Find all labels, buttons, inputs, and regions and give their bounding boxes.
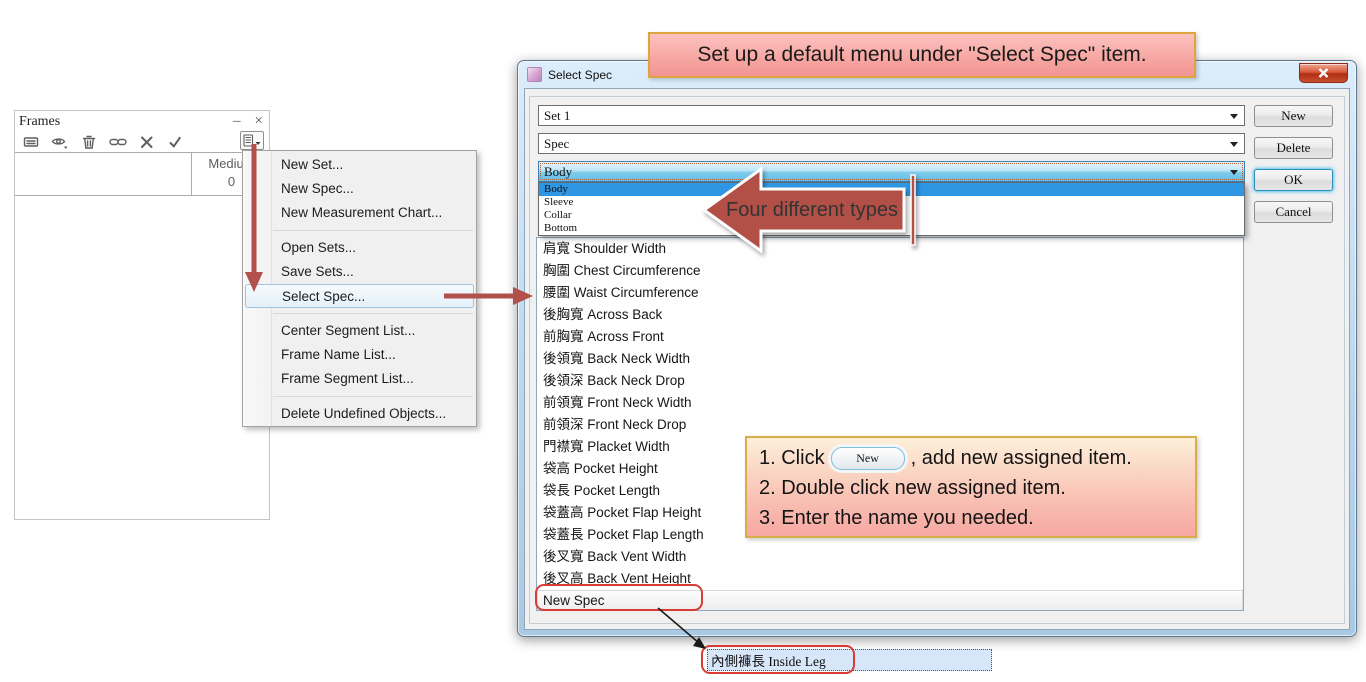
step-3: 3. Enter the name you needed. bbox=[759, 506, 1034, 529]
chevron-down-icon bbox=[255, 142, 260, 145]
chevron-down-icon bbox=[1230, 142, 1238, 147]
chevron-down-icon bbox=[1230, 114, 1238, 119]
spec-menu-button[interactable] bbox=[240, 131, 264, 150]
spec-list-item[interactable]: 門襟寬 Placket Width bbox=[543, 439, 670, 454]
table-header-bottom-line bbox=[15, 195, 269, 196]
dialog-icon bbox=[527, 67, 542, 82]
new-button-illustration: New bbox=[830, 446, 905, 470]
step-2: 2. Double click new assigned item. bbox=[759, 476, 1066, 499]
steps-annotation-callout: 1. Click New , add new assigned item. 2.… bbox=[745, 436, 1197, 538]
spec-list-item[interactable]: 前胸寬 Across Front bbox=[543, 329, 664, 344]
spec-list-item[interactable]: 袋高 Pocket Height bbox=[543, 461, 658, 476]
spec-list-item[interactable]: 後胸寬 Across Back bbox=[543, 307, 663, 322]
size-column-value: 0 bbox=[227, 174, 236, 189]
spec-name-input[interactable]: 內側褲長 Inside Leg bbox=[707, 649, 992, 671]
frames-toolbar bbox=[15, 131, 269, 152]
table-header-top-line bbox=[15, 152, 269, 153]
menu-item[interactable]: Frame Segment List... bbox=[281, 371, 414, 386]
menu-item[interactable]: New Spec... bbox=[281, 181, 354, 196]
step-1-suffix: , add new assigned item. bbox=[910, 446, 1132, 469]
name-list-icon[interactable] bbox=[23, 134, 39, 150]
four-types-arrow-callout: Four different types bbox=[701, 166, 925, 254]
new-button[interactable]: New bbox=[1254, 105, 1333, 127]
spec-combobox[interactable]: Spec bbox=[538, 133, 1245, 154]
cancel-button[interactable]: Cancel bbox=[1254, 201, 1333, 223]
ok-button[interactable]: OK bbox=[1254, 169, 1333, 191]
dialog-title: Select Spec bbox=[548, 67, 613, 82]
spec-list-item[interactable]: 肩寬 Shoulder Width bbox=[543, 241, 667, 256]
spec-list: 肩寬 Shoulder Width 胸圍 Chest Circumference… bbox=[536, 237, 1244, 611]
frames-panel-title: Frames bbox=[19, 113, 61, 129]
frames-panel: Frames – × bbox=[14, 110, 270, 520]
visibility-icon[interactable] bbox=[51, 134, 69, 150]
confirm-icon[interactable] bbox=[167, 134, 183, 150]
close-button[interactable]: × bbox=[254, 113, 263, 129]
delete-button[interactable]: Delete bbox=[1254, 137, 1333, 159]
dialog-close-button[interactable] bbox=[1299, 63, 1348, 83]
set-combobox[interactable]: Set 1 bbox=[538, 105, 1245, 126]
spec-combobox-value: Spec bbox=[544, 135, 570, 151]
spec-list-item[interactable]: 胸圍 Chest Circumference bbox=[543, 263, 701, 278]
frames-context-menu: New Set... New Spec... New Measurement C… bbox=[242, 150, 477, 427]
type-dropdown-option[interactable]: Collar bbox=[544, 209, 572, 221]
menu-item[interactable]: Frame Name List... bbox=[281, 347, 396, 362]
menu-item[interactable]: Save Sets... bbox=[281, 264, 354, 279]
delete-icon[interactable] bbox=[81, 134, 97, 150]
spec-list-item[interactable]: New Spec bbox=[537, 590, 1243, 610]
dialog-client-area: Set 1 Spec Body Body Sleeve Collar bbox=[524, 88, 1350, 630]
type-dropdown-option[interactable]: Bottom bbox=[544, 222, 578, 234]
top-annotation-text: Set up a default menu under "Select Spec… bbox=[697, 43, 1147, 66]
type-combobox[interactable]: Body bbox=[538, 161, 1245, 182]
select-spec-dialog: Select Spec Set 1 Spec Body Body bbox=[517, 60, 1357, 637]
menu-item[interactable]: New Set... bbox=[281, 157, 344, 172]
menu-item[interactable]: Select Spec... bbox=[245, 284, 474, 308]
type-combobox-value: Body bbox=[544, 163, 573, 179]
spec-list-item[interactable]: 後領深 Back Neck Drop bbox=[543, 373, 685, 388]
top-annotation-callout: Set up a default menu under "Select Spec… bbox=[648, 32, 1196, 78]
step-1: 1. Click New , add new assigned item. bbox=[759, 443, 1183, 473]
dialog-titlebar[interactable]: Select Spec bbox=[518, 61, 1356, 88]
minimize-button[interactable]: – bbox=[233, 113, 241, 129]
spec-list-item[interactable]: 後叉高 Back Vent Height bbox=[543, 571, 691, 586]
menu-item[interactable]: New Measurement Chart... bbox=[281, 205, 443, 220]
arrow-diag-head bbox=[693, 637, 706, 649]
spec-list-item[interactable]: 袋蓋長 Pocket Flap Length bbox=[543, 527, 704, 542]
spec-list-item[interactable]: 腰圍 Waist Circumference bbox=[543, 285, 699, 300]
type-dropdown-option[interactable]: Sleeve bbox=[544, 196, 574, 208]
spec-list-item[interactable]: 前領寬 Front Neck Width bbox=[543, 395, 692, 410]
step-1-prefix: 1. Click bbox=[759, 446, 825, 469]
table-column-divider bbox=[191, 152, 192, 195]
spec-list-item[interactable]: 後領寬 Back Neck Width bbox=[543, 351, 691, 366]
four-types-label: Four different types bbox=[726, 198, 898, 221]
spec-list-item[interactable]: 袋長 Pocket Length bbox=[543, 483, 661, 498]
frames-panel-titlebar: Frames – × bbox=[15, 111, 269, 132]
link-icon[interactable] bbox=[109, 134, 127, 150]
close-icon bbox=[1318, 68, 1329, 78]
spec-list-item[interactable]: 前領深 Front Neck Drop bbox=[543, 417, 687, 432]
spec-list-item[interactable]: 袋蓋高 Pocket Flap Height bbox=[543, 505, 702, 520]
spec-list-item[interactable]: 後叉寬 Back Vent Width bbox=[543, 549, 687, 564]
menu-item[interactable]: Delete Undefined Objects... bbox=[243, 396, 476, 426]
menu-item[interactable]: Open Sets... bbox=[243, 230, 476, 260]
left-arrow-icon bbox=[701, 166, 916, 254]
remove-icon[interactable] bbox=[139, 134, 155, 150]
set-combobox-value: Set 1 bbox=[544, 107, 571, 123]
menu-item[interactable]: Center Segment List... bbox=[243, 313, 476, 343]
chevron-down-icon bbox=[1230, 170, 1238, 175]
